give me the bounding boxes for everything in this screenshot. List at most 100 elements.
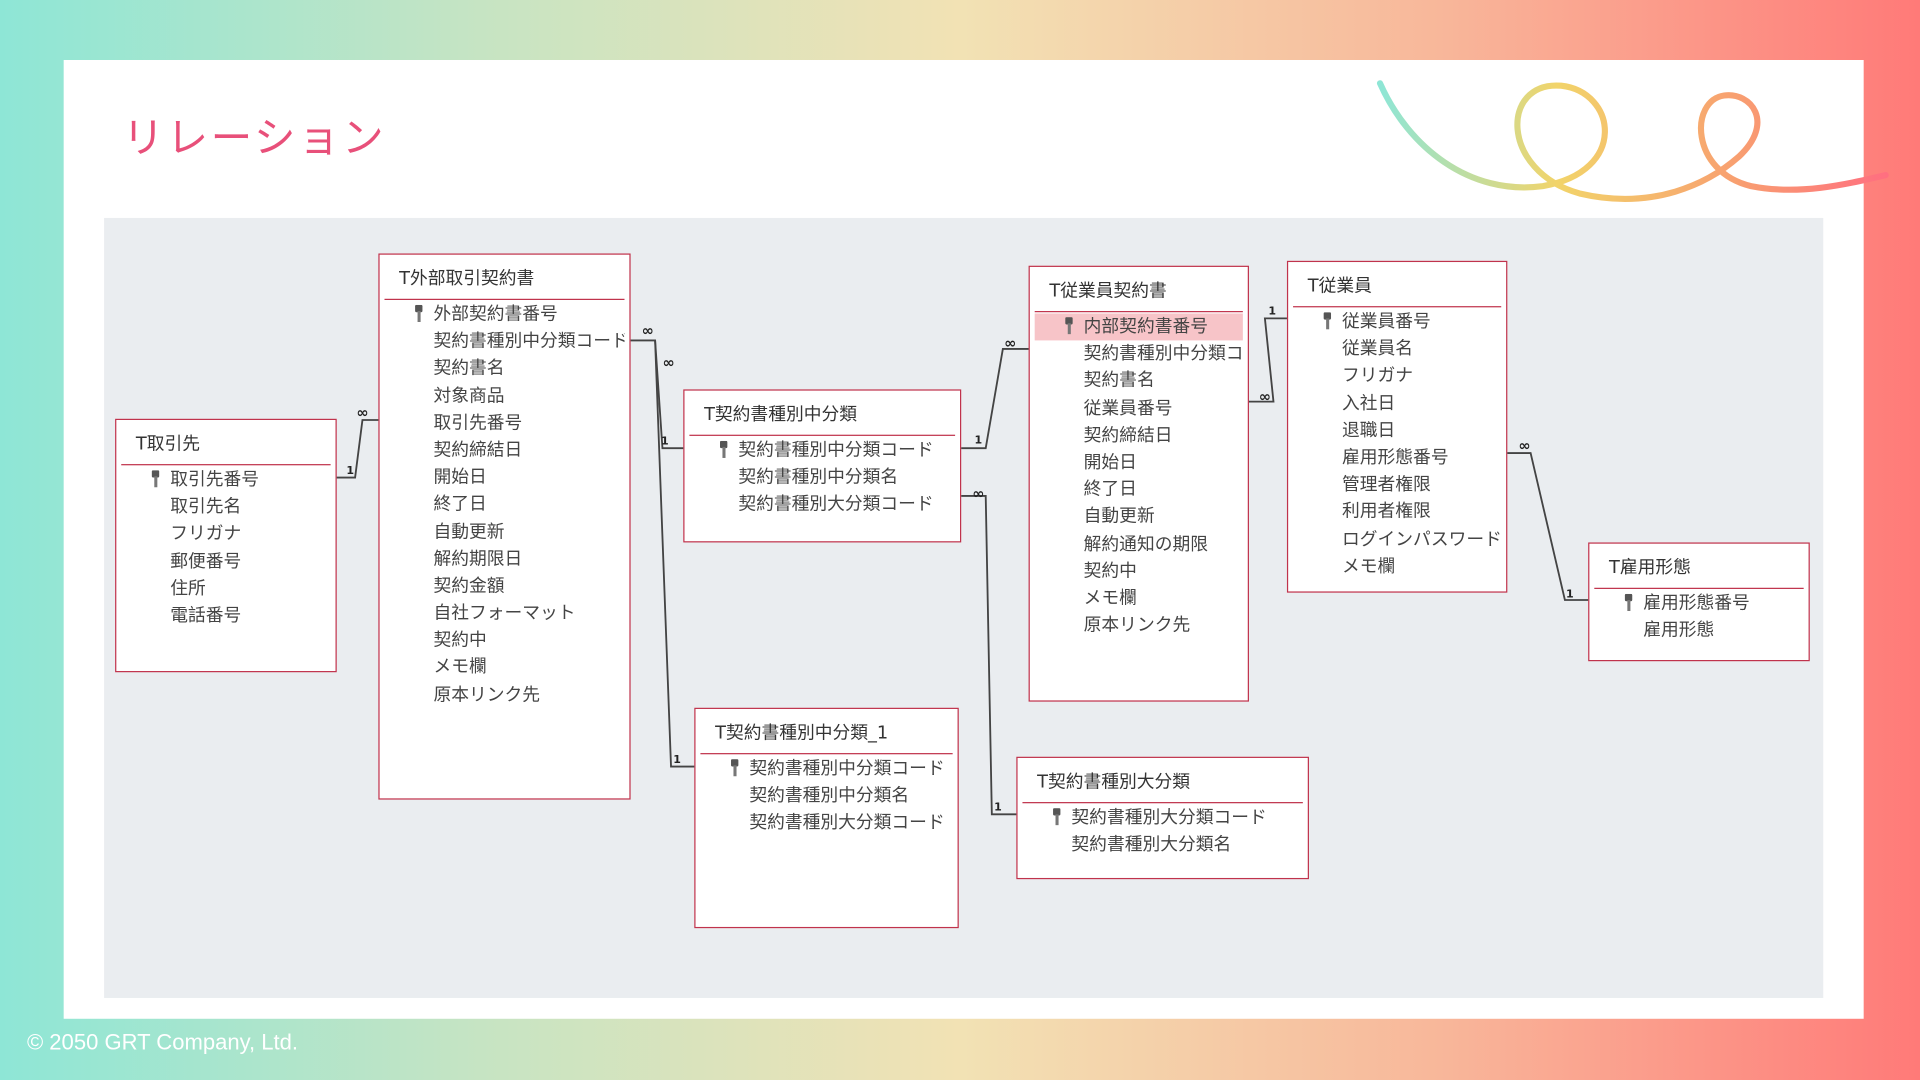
field-name: 雇用形態番号: [1342, 448, 1449, 468]
field-name: 契約書名: [433, 359, 505, 379]
field-row[interactable]: 従業員番号: [1293, 309, 1501, 336]
field-row[interactable]: 終了日: [384, 491, 624, 518]
field-row[interactable]: 内部契約書番号: [1034, 313, 1243, 341]
table-title[interactable]: T雇用形態: [1608, 558, 1691, 578]
primary-key-icon: [1053, 808, 1061, 826]
field-row[interactable]: 利用者権限: [1293, 499, 1501, 526]
table-5[interactable]: T従業員契約書内部契約書番号契約書種別中分類コード契約書名従業員番号契約締結日開…: [1028, 265, 1249, 702]
primary-key-icon: [415, 304, 423, 323]
field-row[interactable]: 終了日: [1035, 476, 1243, 503]
field-row[interactable]: 解約期限日: [384, 546, 624, 573]
primary-key-icon: [731, 759, 739, 777]
field-row[interactable]: 契約中: [384, 627, 624, 654]
field-row[interactable]: 退職日: [1293, 417, 1501, 444]
field-row[interactable]: フリガナ: [1293, 363, 1501, 390]
table-divider: [689, 434, 956, 436]
field-row[interactable]: 契約書種別中分類コード: [700, 756, 952, 783]
field-row[interactable]: 取引先番号: [384, 410, 624, 437]
field-name: 契約書種別大分類コード: [749, 813, 945, 834]
field-row[interactable]: 原本リンク先: [1035, 612, 1243, 639]
field-name: 終了日: [433, 495, 487, 515]
table-title[interactable]: T契約書種別中分類_1: [715, 723, 889, 744]
relationship-canvas: [104, 217, 1824, 998]
field-row[interactable]: 対象商品: [384, 383, 624, 410]
table-title[interactable]: T取引先: [135, 434, 201, 455]
field-row[interactable]: 自社フォーマット: [384, 600, 624, 627]
table-title[interactable]: T契約書種別大分類: [1037, 772, 1191, 793]
field-row[interactable]: メモ欄: [1035, 585, 1243, 612]
table-title[interactable]: T契約書種別中分類: [704, 405, 857, 425]
field-row[interactable]: 自動更新: [1035, 504, 1243, 531]
field-row[interactable]: 契約書種別大分類コード: [700, 810, 952, 837]
field-row[interactable]: 雇用形態番号: [1293, 444, 1501, 471]
table-title[interactable]: T外部取引契約書: [399, 269, 535, 289]
table-6[interactable]: T従業員従業員番号従業員名フリガナ入社日退職日雇用形態番号管理者権限利用者権限ロ…: [1286, 260, 1508, 593]
field-row[interactable]: 電話番号: [121, 602, 330, 629]
field-name: フリガナ: [170, 524, 242, 545]
field-row[interactable]: 契約金額: [384, 573, 624, 600]
table-title[interactable]: T従業員: [1307, 276, 1372, 297]
field-name: 解約通知の期限: [1083, 534, 1208, 555]
primary-key-icon: [151, 470, 160, 488]
field-row[interactable]: 取引先番号: [121, 467, 330, 494]
field-row[interactable]: ログインパスワード: [1293, 526, 1501, 553]
field-row[interactable]: 契約書名: [384, 356, 624, 383]
table-3[interactable]: T契約書種別中分類契約書種別中分類コード契約書種別中分類名契約書種別大分類コード: [683, 389, 962, 543]
field-row[interactable]: メモ欄: [1293, 553, 1501, 580]
field-name: 契約金額: [433, 576, 505, 597]
field-row[interactable]: 原本リンク先: [384, 682, 624, 709]
field-row[interactable]: メモ欄: [384, 654, 624, 681]
field-row[interactable]: 住所: [121, 575, 330, 602]
field-row[interactable]: 開始日: [1035, 449, 1243, 476]
table-title[interactable]: T従業員契約書: [1049, 281, 1167, 302]
field-name: 内部契約書番号: [1083, 317, 1208, 337]
field-row[interactable]: フリガナ: [121, 521, 330, 548]
field-name: 取引先番号: [170, 470, 259, 490]
field-row[interactable]: 自動更新: [384, 519, 624, 546]
field-row[interactable]: 外部契約書番号: [384, 301, 624, 328]
field-name: 退職日: [1342, 420, 1396, 441]
field-list: 契約書種別中分類コード契約書種別中分類名契約書種別大分類コード: [700, 756, 952, 838]
field-row[interactable]: 契約書種別中分類名: [689, 464, 955, 491]
table-1[interactable]: T取引先取引先番号取引先名フリガナ郵便番号住所電話番号: [115, 418, 337, 673]
table-4[interactable]: T契約書種別中分類_1 契約書種別中分類コード契約書種別中分類名契約書種別大分類コ…: [694, 707, 959, 929]
field-name: フリガナ: [1342, 366, 1414, 387]
field-row[interactable]: 契約書種別大分類コード: [689, 491, 955, 518]
table-2[interactable]: T外部取引契約書外部契約書番号契約書種別中分類コード契約書名対象商品取引先番号契…: [378, 253, 631, 800]
field-name: 雇用形態: [1643, 621, 1715, 641]
field-row[interactable]: 郵便番号: [121, 548, 330, 575]
field-row[interactable]: 従業員番号: [1035, 395, 1243, 422]
field-row[interactable]: 契約書種別中分類コード: [384, 328, 624, 355]
field-name: 契約書種別中分類コード: [738, 440, 934, 461]
field-row[interactable]: 契約書種別大分類コード: [1022, 804, 1302, 831]
table-8[interactable]: T契約書種別大分類契約書種別大分類コード契約書種別大分類名: [1016, 756, 1309, 880]
field-row[interactable]: 解約通知の期限: [1035, 531, 1243, 558]
field-row[interactable]: 契約書名: [1035, 368, 1243, 395]
field-row[interactable]: 開始日: [384, 464, 624, 491]
field-row[interactable]: 契約中: [1035, 558, 1243, 585]
field-row[interactable]: 従業員名: [1293, 336, 1501, 363]
decorative-swirl-icon: [1376, 80, 1889, 202]
table-divider: [384, 298, 625, 301]
primary-key-icon: [720, 440, 728, 458]
field-row[interactable]: 管理者権限: [1293, 472, 1501, 499]
field-row[interactable]: 雇用形態番号: [1594, 590, 1803, 617]
field-row[interactable]: 入社日: [1293, 390, 1501, 417]
field-name: 終了日: [1083, 480, 1137, 500]
field-row[interactable]: 取引先名: [121, 494, 330, 521]
field-name: 契約書種別中分類コード: [433, 332, 625, 352]
table-divider: [1022, 802, 1303, 804]
field-row[interactable]: 契約書種別大分類名: [1022, 832, 1302, 859]
field-row[interactable]: 契約締結日: [384, 437, 624, 464]
field-name: 契約書種別大分類コード: [1071, 808, 1267, 828]
field-row[interactable]: 契約締結日: [1035, 422, 1243, 449]
field-name: 契約書種別大分類コード: [738, 495, 934, 515]
field-row[interactable]: 雇用形態: [1594, 617, 1803, 644]
copyright-footer: © 2050 GRT Company, Ltd.: [26, 1029, 299, 1055]
table-7[interactable]: T雇用形態雇用形態番号雇用形態: [1588, 542, 1810, 662]
field-name: 契約締結日: [1083, 425, 1173, 446]
field-row[interactable]: 契約書種別中分類コード: [689, 437, 955, 464]
field-row[interactable]: 契約書種別中分類コード: [1035, 341, 1243, 368]
field-row[interactable]: 契約書種別中分類名: [700, 783, 952, 810]
field-list: 内部契約書番号契約書種別中分類コード契約書名従業員番号契約締結日開始日終了日自動…: [1034, 313, 1243, 639]
